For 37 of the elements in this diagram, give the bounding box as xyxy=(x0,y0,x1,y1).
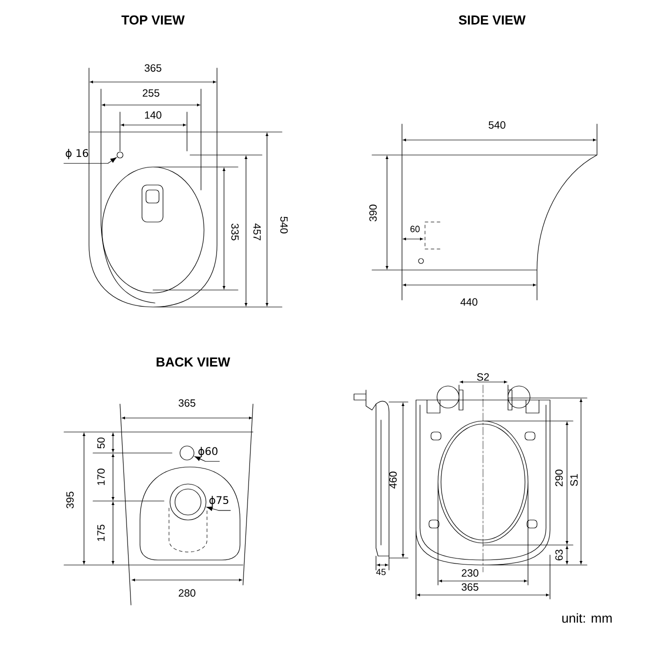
hole xyxy=(116,152,124,158)
dimension-label: 63 xyxy=(555,550,563,560)
dimension-label: 365 xyxy=(462,583,478,591)
view-title: TOP VIEW xyxy=(121,15,185,25)
dimension-label: ϕ60 xyxy=(198,446,218,458)
dimension-label: 50 xyxy=(97,438,105,448)
dimension-label: 440 xyxy=(460,298,478,306)
leader-line xyxy=(194,456,220,462)
dimension-label: 365 xyxy=(178,399,196,407)
dimension-label: 395 xyxy=(66,492,74,508)
dimension-label: 230 xyxy=(462,569,478,577)
dimension-label: 365 xyxy=(144,64,162,72)
hole xyxy=(180,446,194,460)
dimension-label: 540 xyxy=(488,121,506,129)
leader-line xyxy=(64,157,117,164)
hole xyxy=(170,484,206,520)
unit-note: unit: mm xyxy=(562,613,612,623)
dimension-label: 170 xyxy=(97,468,105,485)
dimension-label: 175 xyxy=(97,524,105,541)
dimension-label: 335 xyxy=(231,224,239,240)
dimension-label: 60 xyxy=(410,226,420,232)
dimension-label: 457 xyxy=(253,223,261,240)
dimension-label: S1 xyxy=(570,474,578,486)
dimension-label: 45 xyxy=(376,568,386,576)
dimension-label: ϕ 16 xyxy=(66,148,88,160)
dimension-label: 290 xyxy=(555,470,563,486)
dimension-label: 280 xyxy=(178,589,196,597)
dimension-label: 140 xyxy=(145,111,162,119)
dimension-label: S2 xyxy=(477,373,489,381)
leader-line xyxy=(206,506,231,511)
dimension-label: ϕ75 xyxy=(209,496,228,506)
dimension-label: 540 xyxy=(280,216,288,234)
dimension-label: 255 xyxy=(142,89,160,97)
view-title: SIDE VIEW xyxy=(458,15,526,25)
view-title: BACK VIEW xyxy=(156,357,230,367)
dimension-label: 460 xyxy=(389,472,397,489)
dimension-label: 390 xyxy=(369,204,377,222)
